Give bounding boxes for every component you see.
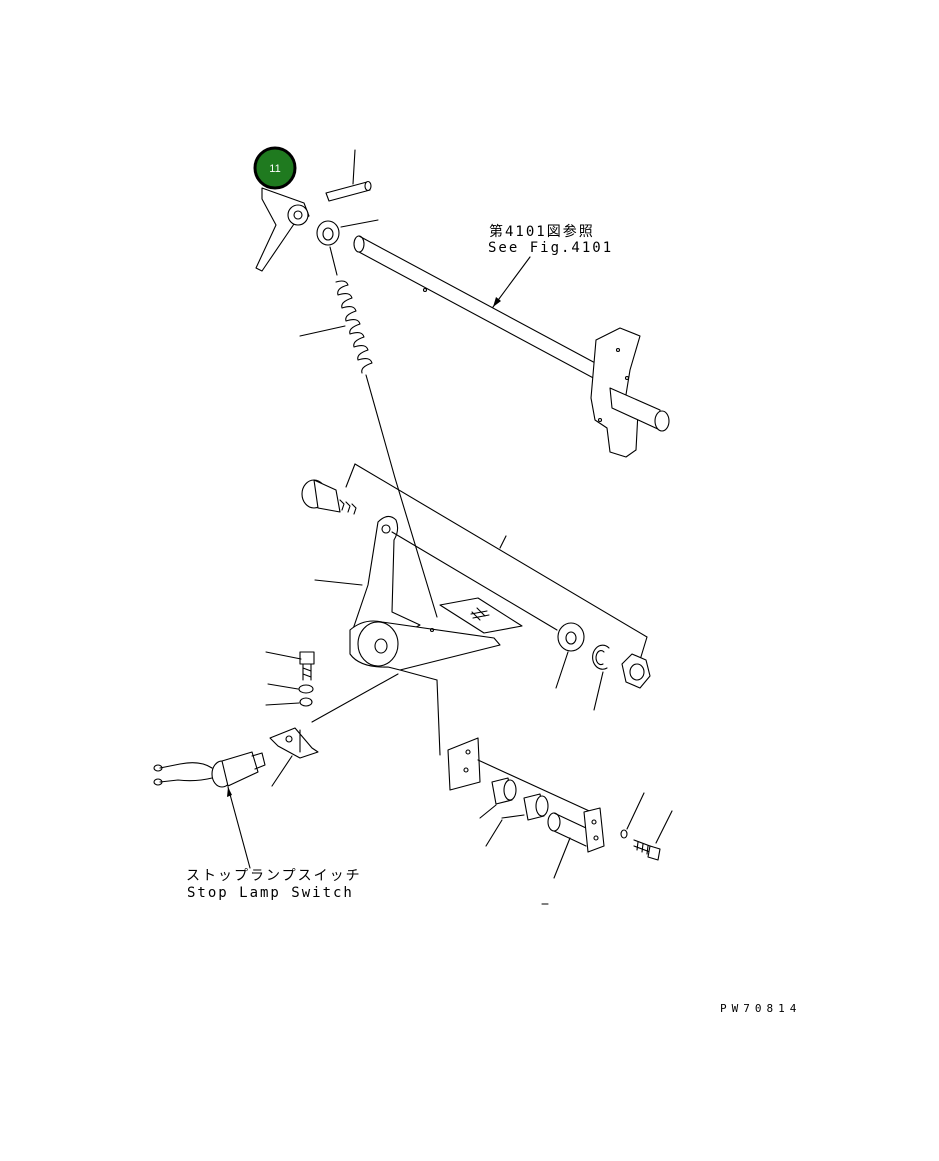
bracket-plate-down (436, 679, 441, 756)
see-fig-arrow (493, 297, 501, 307)
drawing-code: PW70814 (720, 1002, 801, 1015)
washer-top (316, 220, 340, 246)
bolt-lower (633, 839, 661, 861)
assembly-frame-top (354, 463, 648, 638)
axis-line (391, 531, 558, 631)
pin (325, 180, 372, 202)
bolt-shaft-upper (301, 479, 357, 515)
callout-11[interactable]: 11 (253, 146, 297, 190)
washer-mid (557, 622, 585, 652)
nut (621, 653, 651, 689)
stop-lamp-switch (153, 751, 266, 788)
assembly-frame-right (639, 636, 648, 661)
pivot-bracket (447, 737, 481, 791)
snap-ring (592, 644, 610, 670)
bracket-plate-line (399, 669, 438, 681)
washer-small-2 (299, 697, 313, 707)
washer-small-1 (298, 684, 314, 694)
switch-arrow (227, 787, 232, 797)
stop-lamp-label-jp: ストップランプスイッチ (186, 868, 362, 884)
switch-leader (227, 786, 251, 869)
callout-number: 11 (269, 163, 280, 175)
lever-arm (255, 187, 310, 272)
callout-circle (253, 146, 297, 190)
stop-lamp-label-en: Stop Lamp Switch (187, 885, 354, 901)
axis-line-lower (477, 759, 599, 816)
bushing-1 (491, 777, 517, 805)
pivot-pin (547, 807, 605, 853)
pedal-lever (349, 515, 501, 671)
pedal-pad (439, 597, 523, 634)
rod-link (394, 477, 438, 618)
switch-bracket (269, 727, 319, 759)
bracket-link-line (311, 673, 399, 723)
see-fig-label-en: See Fig.4101 (488, 240, 613, 256)
washer-tiny (620, 829, 628, 839)
see-fig-label-jp: 第4101図参照 (489, 223, 595, 240)
leader-lines (265, 149, 673, 905)
spring (329, 246, 396, 479)
bushing-2 (523, 793, 549, 821)
see-fig-leader (492, 256, 531, 308)
cross-shaft (353, 235, 670, 458)
bolt-small (299, 651, 315, 681)
assembly-frame-left (345, 463, 356, 488)
